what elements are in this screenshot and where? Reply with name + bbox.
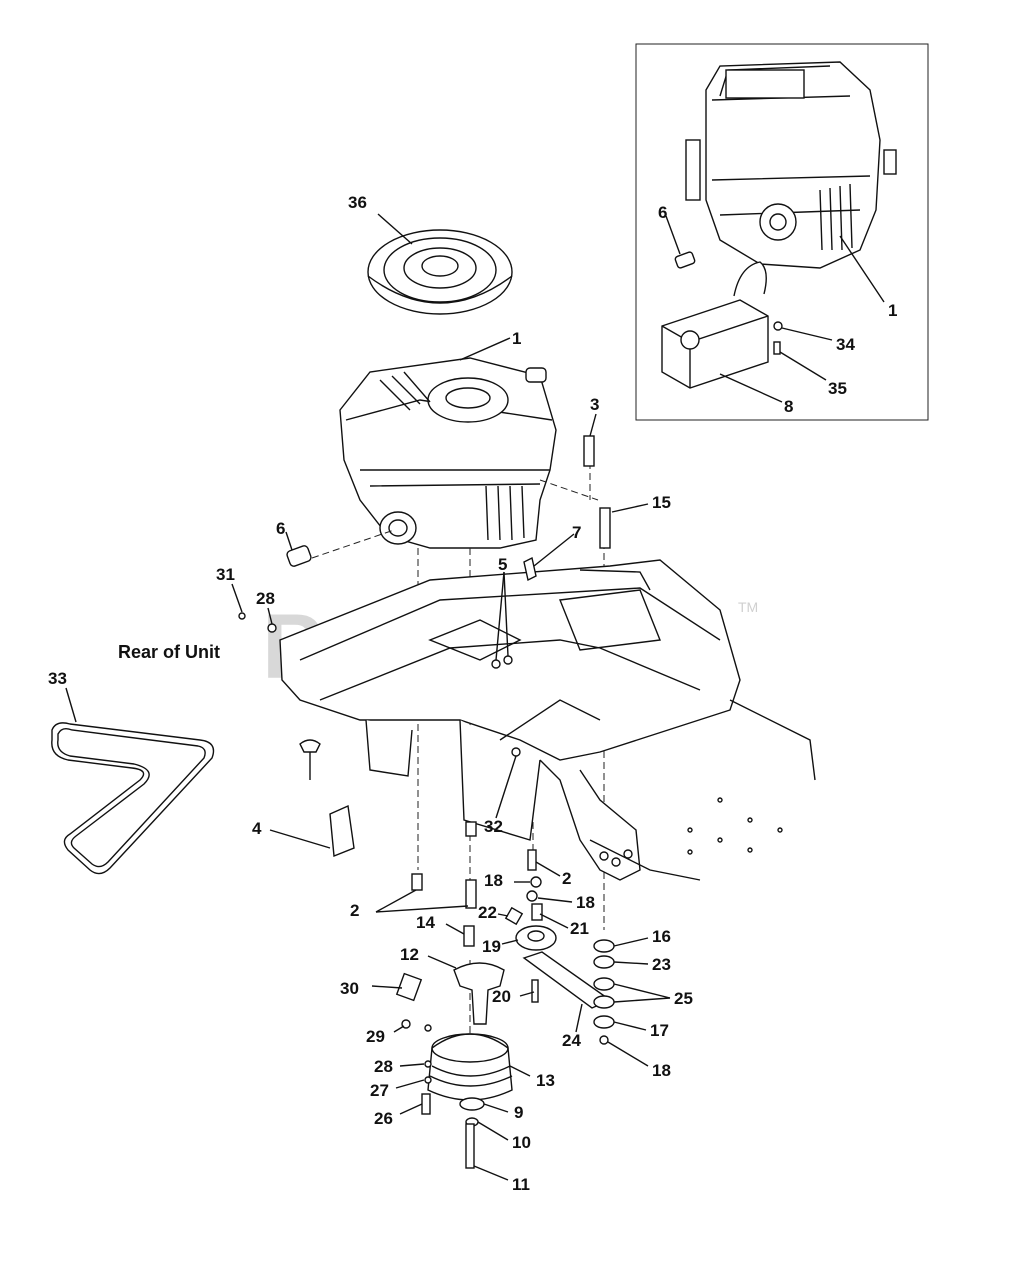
callout-labels: 36 1 3 15 6 7 5 31 28 Rear of Unit 33 4 … [48,193,897,1194]
callout-24: 24 [562,1031,581,1050]
callout-17: 17 [650,1021,669,1040]
leader-lines [65,213,885,1181]
part-22 [504,906,524,926]
callout-20: 20 [492,987,511,1006]
inset-bolt-6 [674,251,696,269]
part-2-right [527,849,537,871]
inset-callout-35: 35 [828,379,847,398]
callout-7: 7 [572,523,581,542]
callout-11: 11 [512,1175,530,1194]
part-30 [395,972,423,1002]
callout-13: 13 [536,1071,555,1090]
rear-of-unit-label: Rear of Unit [118,642,220,662]
part-grommet [299,739,321,753]
part-2-mid [465,879,477,909]
callout-14: 14 [416,913,435,932]
callout-32: 32 [484,817,503,836]
part-25 [593,995,615,1009]
part-18b [526,890,538,902]
callout-18-upper: 18 [484,871,503,890]
part-18a [530,876,542,888]
callout-33: 33 [48,669,67,688]
part-2-left [411,873,423,891]
watermark-trademark: TM [738,599,758,615]
part-23 [593,955,615,969]
engine [339,357,557,549]
part-5a [491,659,501,669]
callout-19: 19 [482,937,501,956]
part-16 [593,939,615,953]
callout-36: 36 [348,193,367,212]
callout-2-left: 2 [350,901,359,920]
part-5b [503,655,513,665]
part-26 [421,1093,431,1115]
inset-callout-6: 6 [658,203,667,222]
air-cleaner-cover [367,229,513,315]
callout-9: 9 [514,1103,523,1122]
drive-belt [51,722,215,875]
callout-4: 4 [252,819,262,838]
chassis-frame [279,559,816,881]
callout-29: 29 [366,1027,385,1046]
callout-26: 26 [374,1109,393,1128]
callout-3: 3 [590,395,599,414]
inset-engine [685,61,897,269]
part-14 [463,925,475,947]
callout-18-middle: 18 [576,893,595,912]
hardware-parts [238,435,615,1169]
callout-6: 6 [276,519,285,538]
inset-callout-8: 8 [784,397,793,416]
callout-25: 25 [674,989,693,1008]
part-17 [593,1015,615,1029]
part-7 [523,556,537,582]
part-20 [531,979,539,1003]
part-28b [424,1060,432,1068]
part-27 [424,1076,432,1084]
part-19 [515,925,557,951]
callout-10: 10 [512,1133,531,1152]
part-9 [459,1097,485,1111]
callout-5: 5 [498,555,507,574]
part-18c [599,1035,609,1045]
part-6-bolt [286,545,312,567]
callout-28-lower: 28 [374,1057,393,1076]
callout-2-right: 2 [562,869,571,888]
inset-frame [635,43,929,421]
callout-12: 12 [400,945,419,964]
part-28 [267,623,277,633]
callout-16: 16 [652,927,671,946]
inset-callout-1: 1 [888,301,897,320]
callout-15: 15 [652,493,671,512]
part-12 [453,962,505,1025]
callout-27: 27 [370,1081,389,1100]
callout-31: 31 [216,565,235,584]
part-13-pulley [427,1033,513,1101]
callout-28: 28 [256,589,275,608]
callout-30: 30 [340,979,359,998]
inset-callout-34: 34 [836,335,855,354]
callout-21: 21 [570,919,589,938]
callout-1: 1 [512,329,521,348]
callout-23: 23 [652,955,671,974]
callout-22: 22 [478,903,497,922]
part-32 [511,747,521,757]
part-31 [238,612,246,620]
callout-18-lower: 18 [652,1061,671,1080]
part-15 [599,507,611,549]
part-11 [465,1123,475,1169]
inset-muffler [661,261,783,389]
part-4 [329,804,355,857]
part-21 [531,903,543,921]
part-3 [583,435,595,467]
